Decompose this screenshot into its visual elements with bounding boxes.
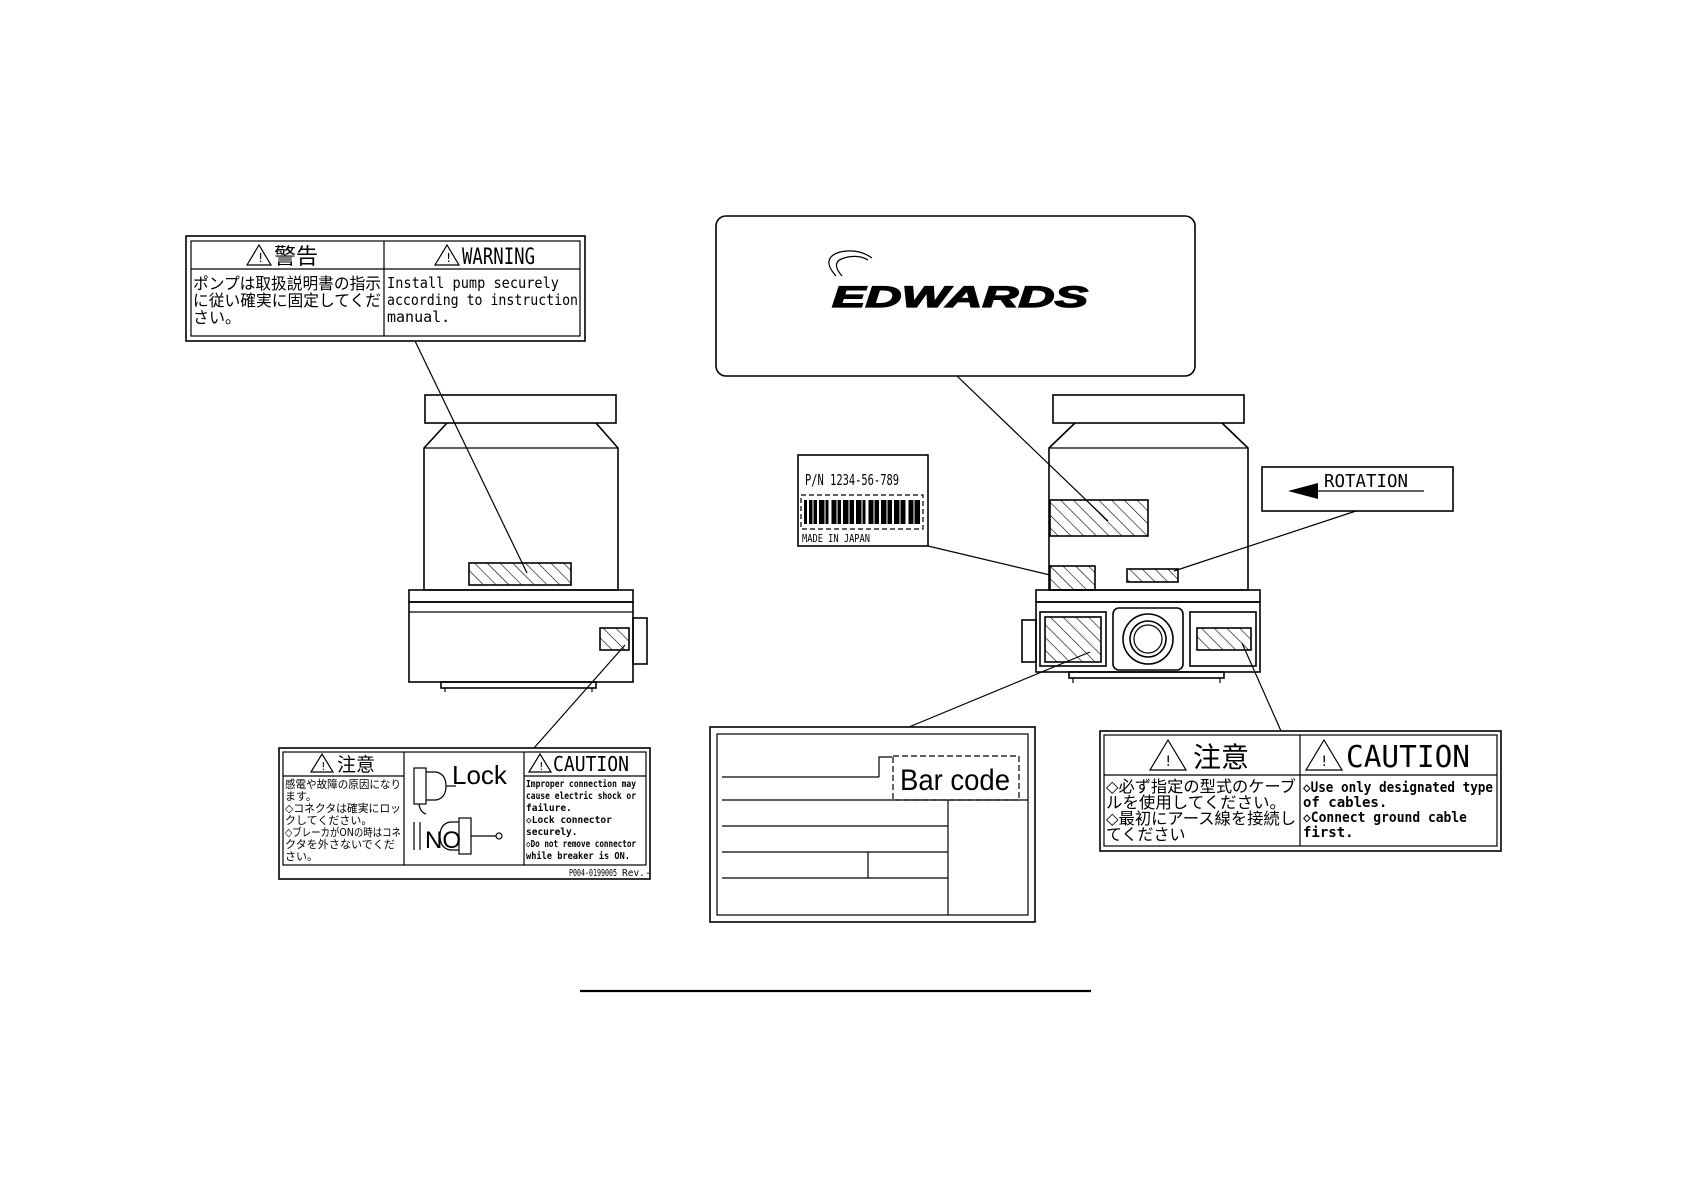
cable-jp-line: ◇必ず指定の型式のケーブ	[1106, 777, 1296, 796]
barcode-text: Bar code	[900, 764, 1010, 797]
connector-jp-line: ます。	[285, 790, 317, 803]
warning-en-title: WARNING	[462, 245, 535, 270]
connector-jp-line: クタを外さないでくだ	[285, 838, 395, 851]
warning-jp-line: ポンプは取扱説明書の指示	[193, 274, 381, 293]
connector-en-line: ◇Lock connector	[526, 815, 612, 826]
left-pump-body	[408, 394, 648, 692]
cable-jp-line: ◇最初にアース線を接続し	[1106, 809, 1296, 828]
warning-jp-title: 警告	[274, 245, 318, 270]
part-number-nameplate: P/N 1234-56-789 MADE IN JAPAN	[797, 454, 929, 547]
connector-en-line: securely.	[526, 827, 577, 838]
connector-en-line: cause electric shock or	[526, 791, 636, 802]
barcode-label: Bar code	[709, 726, 1036, 923]
connector-lock-icon	[413, 767, 456, 815]
svg-text:!: !	[1164, 754, 1172, 770]
edwards-label: EDWARDS	[715, 215, 1196, 377]
connector-en-line: failure.	[526, 803, 572, 814]
connector-en-line: Improper connection may	[526, 779, 636, 790]
connector-no-icon	[413, 817, 503, 855]
svg-text:!: !	[445, 251, 452, 265]
warning-en-line: manual.	[387, 308, 450, 326]
leader-line	[927, 545, 1051, 576]
left-pump-warning-label-spot	[468, 562, 572, 586]
caution-triangle-icon: !	[527, 752, 553, 773]
rotation-arrow-icon	[1288, 483, 1318, 499]
right-pump-body	[1021, 394, 1261, 683]
cable-caution-label: ! 注意 ! CAUTION ◇必ず指定の型式のケーブ ルを使用してください。 …	[1099, 730, 1502, 852]
svg-text:!: !	[538, 760, 545, 773]
cable-jp-title: 注意	[1193, 741, 1249, 774]
revision: Rev.-	[622, 868, 651, 879]
cable-en-line: of cables.	[1303, 795, 1387, 811]
warning-en-line: Install pump securely	[387, 274, 559, 292]
rotation-text: ROTATION	[1324, 471, 1408, 492]
cable-jp-line: てください	[1106, 825, 1186, 844]
connector-caution-label: ! 注意 感電や故障の原因になり ます。 ◇コネクタは確実にロッ クしてください…	[278, 747, 651, 880]
warning-jp-line: に従い確実に固定してくだ	[193, 291, 381, 310]
leader-line	[1241, 642, 1282, 732]
caution-triangle-icon: !	[1148, 738, 1188, 771]
doc-number: P004-0199005	[569, 868, 617, 879]
right-pump-barcode-label-spot	[1044, 616, 1102, 663]
edwards-brand: EDWARDS	[832, 281, 1088, 314]
warning-triangle-icon: !	[433, 243, 461, 266]
svg-text:!: !	[1320, 754, 1328, 770]
leader-line	[908, 651, 1091, 728]
leader-line	[533, 644, 626, 749]
right-pump-cable-label-spot	[1196, 627, 1252, 651]
connector-jp-line: 感電や故障の原因になり	[285, 777, 401, 791]
right-pump-rotation-label-spot	[1126, 568, 1179, 583]
connector-jp-line: ◇コネクタは確実にロッ	[285, 801, 401, 815]
origin: MADE IN JAPAN	[802, 532, 870, 545]
right-pump-nameplate-spot	[1049, 565, 1096, 591]
connector-jp-line: さい。	[285, 850, 318, 863]
cable-en-title: CAUTION	[1346, 740, 1470, 775]
connector-jp-line: クしてください。	[285, 814, 372, 827]
lock-text: Lock	[452, 760, 508, 790]
leader-line	[1173, 510, 1357, 572]
right-pump-edwards-label-spot	[1049, 499, 1149, 537]
warning-en-line: according to instruction	[387, 291, 578, 309]
pump-port-flange	[1122, 613, 1174, 665]
connector-en-line: ◇Do not remove connector	[526, 839, 636, 850]
part-number: P/N 1234-56-789	[805, 471, 899, 489]
edwards-logo-swoosh-icon	[828, 250, 873, 277]
connector-jp-title: 注意	[337, 754, 375, 776]
no-text: NO	[425, 827, 461, 854]
svg-text:!: !	[320, 760, 327, 773]
cable-en-line: ◇Use only designated type	[1303, 780, 1493, 796]
caution-triangle-icon: !	[309, 752, 335, 773]
caution-triangle-icon: !	[1304, 738, 1344, 771]
leader-line	[956, 375, 1109, 522]
cable-en-line: first.	[1303, 825, 1354, 841]
connector-en-title: CAUTION	[553, 752, 629, 776]
warning-label: ! 警告 ! WARNING ポンプは取扱説明書の指示 に従い確実に固定してくだ…	[185, 235, 586, 342]
warning-triangle-icon: !	[245, 243, 273, 266]
rotation-label: ROTATION	[1261, 466, 1454, 512]
svg-text:!: !	[257, 251, 264, 265]
barcode-icon	[804, 500, 920, 524]
warning-jp-line: さい。	[193, 308, 241, 327]
left-pump-connector-label-spot	[599, 627, 630, 651]
cable-en-line: ◇Connect ground cable	[1303, 810, 1467, 826]
connector-jp-line: ◇ブレーカがONの時はコネ	[285, 825, 401, 839]
connector-en-line: while breaker is ON.	[526, 851, 630, 862]
cable-jp-line: ルを使用してください。	[1106, 793, 1286, 812]
leader-line	[414, 340, 528, 574]
